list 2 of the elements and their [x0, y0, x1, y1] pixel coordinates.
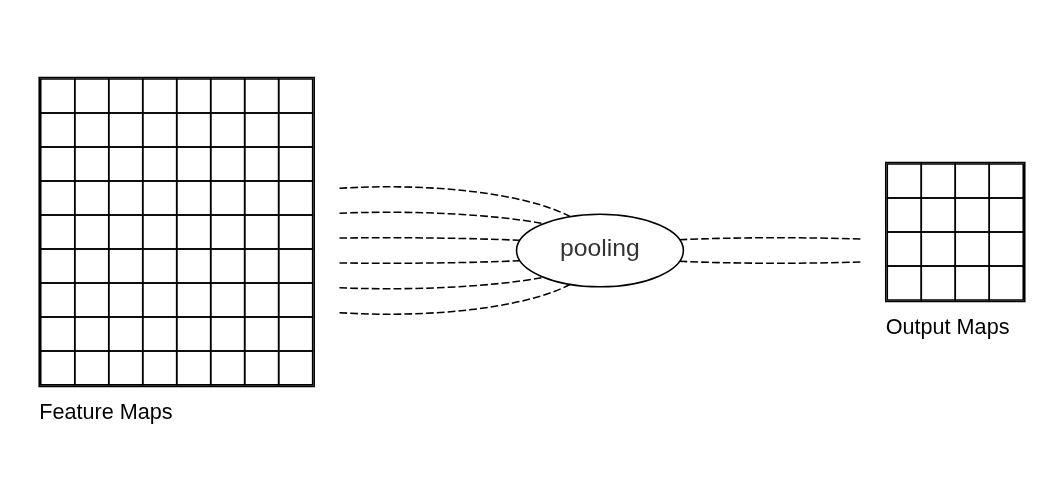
node-label: Output Maps [885, 314, 1010, 340]
node-label: Feature Maps [39, 399, 173, 425]
